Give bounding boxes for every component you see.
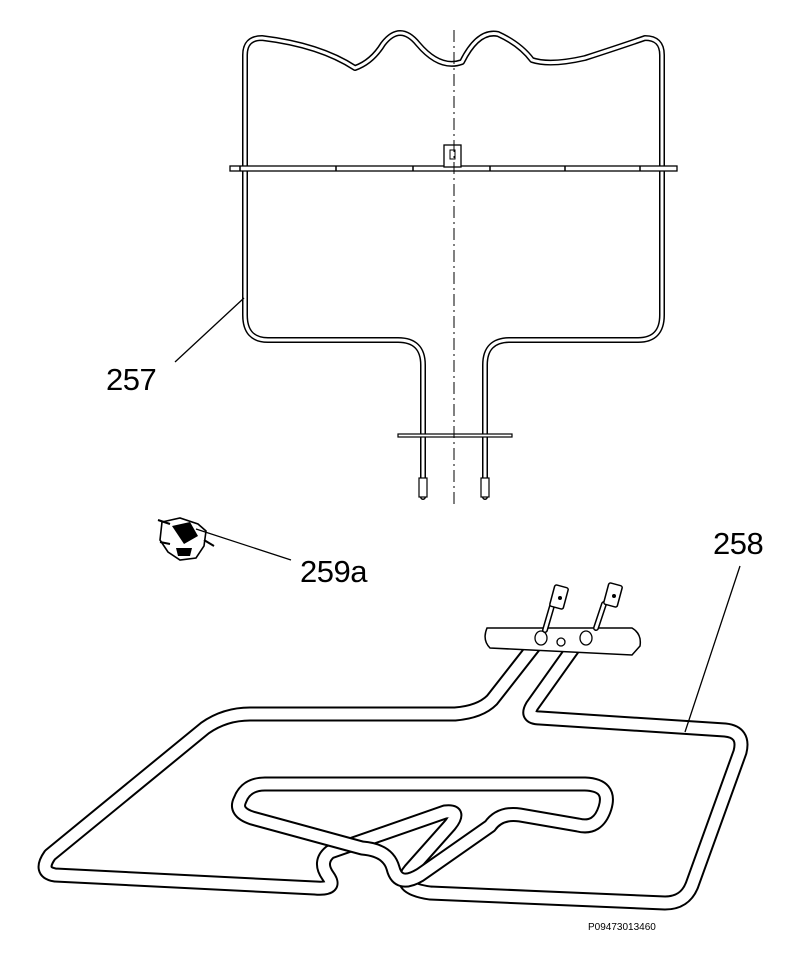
oven-element-part	[37, 582, 749, 911]
callout-257: 257	[106, 362, 157, 397]
grill-element-part	[229, 30, 678, 505]
drawing-reference-number: P09473013460	[588, 922, 656, 933]
callout-259a: 259a	[300, 554, 367, 589]
leader-line-257	[174, 297, 245, 363]
thermostat-part	[157, 517, 215, 561]
callout-258: 258	[713, 526, 764, 561]
leader-line-258	[684, 565, 741, 733]
leader-line-259a	[195, 528, 292, 561]
